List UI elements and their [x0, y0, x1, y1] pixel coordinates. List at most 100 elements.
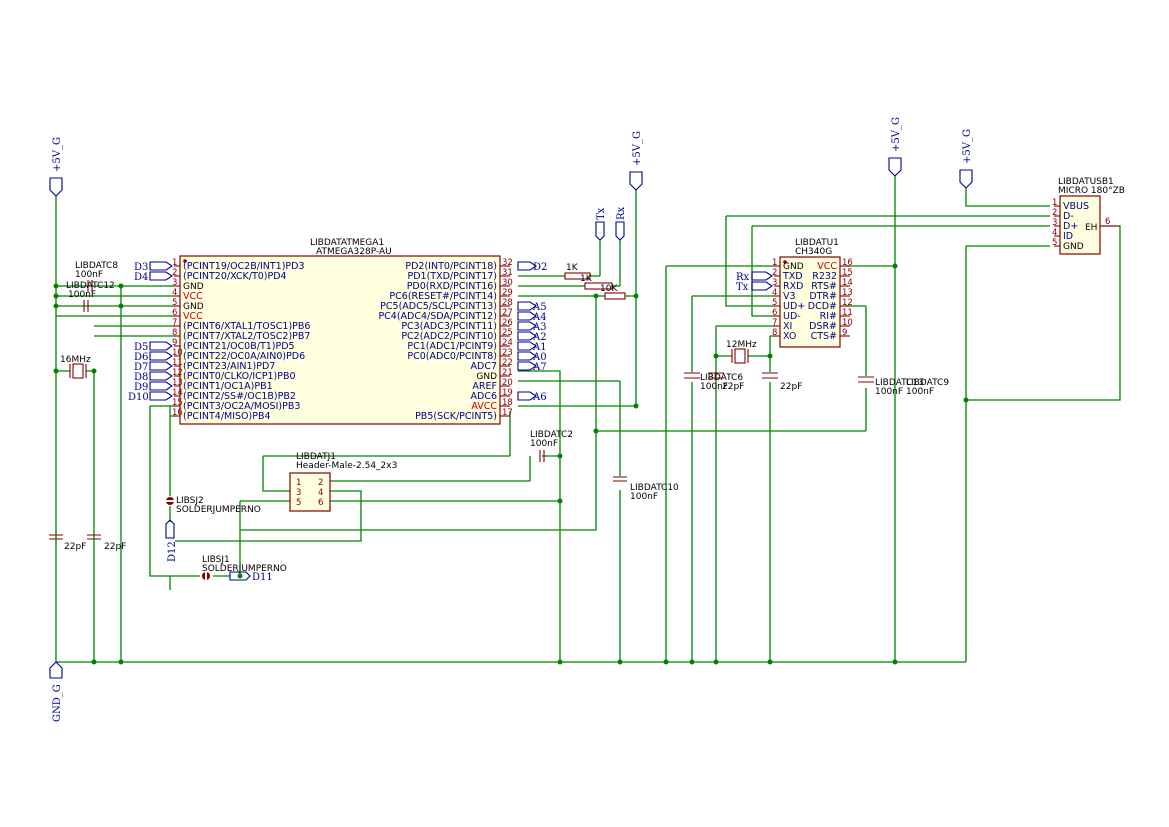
pin-name: AREF — [472, 381, 497, 392]
chip-pin: 13(PCINT1/OC1A)PB1 — [172, 378, 273, 392]
svg-text:Tx: Tx — [736, 282, 749, 293]
pin-number: 4 — [172, 288, 177, 298]
capacitor-c2: LIBDATC2 100nF — [530, 430, 573, 462]
pin-name: (PCINT3/OC2A/MOSI)PB3 — [183, 401, 300, 412]
pin-number: 26 — [502, 318, 513, 328]
pin-name: (PCINT0/CLKO/ICP1)PB0 — [183, 371, 296, 382]
pin-name: ADC6 — [471, 391, 498, 402]
capacitor-c8: LIBDATC8 100nF — [75, 261, 118, 292]
resistor-1k-a: 1K — [564, 263, 591, 280]
chip-pin: 10(PCINT22/OC0A/AIN0)PD6 — [172, 348, 305, 362]
svg-text:A3: A3 — [532, 322, 547, 333]
pin-name: XI — [783, 321, 792, 332]
chip-pin: 16(PCINT4/MISO)PB4 — [172, 408, 271, 422]
svg-text:100nF: 100nF — [875, 387, 903, 397]
pin-name: GND — [1063, 242, 1084, 252]
svg-text:LIBDATC12: LIBDATC12 — [66, 281, 115, 291]
svg-text:1: 1 — [296, 478, 301, 488]
svg-text:100nF: 100nF — [906, 387, 934, 397]
svg-text:22pF: 22pF — [64, 542, 86, 552]
pin-number: 7 — [172, 318, 177, 328]
pin-number: 3 — [1052, 218, 1057, 228]
svg-text:LIBDATJ1: LIBDATJ1 — [296, 452, 336, 462]
pin-name: GND — [183, 302, 204, 312]
ch340-uart-flags: Rx Tx — [736, 271, 773, 293]
svg-text:D11: D11 — [252, 572, 273, 583]
chip-pin: 12(PCINT0/CLKO/ICP1)PB0 — [172, 368, 296, 382]
pin-name: DSR# — [809, 321, 837, 332]
svg-text:Tx: Tx — [596, 207, 607, 220]
pin-number: 10 — [842, 318, 853, 328]
pin-number: 28 — [502, 298, 513, 308]
pin-name: XO — [783, 331, 796, 342]
pin-name: AVCC — [471, 401, 497, 412]
power-symbol-mid: +5V_G — [629, 131, 643, 191]
pin-name: PD2(INT0/PCINT18) — [405, 261, 497, 272]
svg-text:LIBDATUSB1: LIBDATUSB1 — [1058, 177, 1114, 187]
pin-number: 14 — [842, 278, 853, 288]
svg-text:22pF: 22pF — [780, 382, 802, 392]
pin-number: 24 — [502, 338, 513, 348]
pin-name: PC2(ADC2/PCINT10) — [401, 331, 497, 342]
pin-name: GND — [476, 372, 497, 382]
pin-number: 1 — [172, 258, 177, 268]
svg-text:100nF: 100nF — [700, 382, 728, 392]
svg-text:+5V_G: +5V_G — [962, 129, 973, 164]
capacitor-22pf-ch-2: 22pF — [762, 372, 802, 392]
pin-number: 11 — [842, 308, 853, 318]
ground-symbol: GND_G — [49, 661, 63, 722]
svg-text:D6: D6 — [134, 352, 148, 363]
solder-jumper-j1: LIBSJ1 SOLDERJUMPERNO D11 — [202, 555, 287, 583]
pin-number: 9 — [842, 328, 847, 338]
svg-text:6: 6 — [1105, 217, 1110, 227]
capacitor-22pf-left-1: 22pF — [49, 534, 86, 552]
chip-pin: 1(PCINT19/OC2B/INT1)PD3 — [172, 258, 305, 272]
svg-text:100nF: 100nF — [68, 290, 96, 300]
tx-flag: Tx — [595, 207, 607, 241]
svg-text:2: 2 — [318, 478, 323, 488]
svg-text:CH340G: CH340G — [795, 247, 832, 257]
crystal-16mhz: 16MHz — [60, 355, 91, 379]
atmega-value: ATMEGA328P-AU — [316, 247, 392, 257]
svg-text:D2: D2 — [533, 262, 547, 273]
pin-number: 15 — [172, 398, 183, 408]
pin-name: PD1(TXD/PCINT17) — [408, 271, 498, 282]
pin-name: (PCINT1/OC1A)PB1 — [183, 381, 273, 392]
pin-name: VCC — [183, 291, 203, 302]
svg-text:A4: A4 — [532, 312, 547, 323]
chip-pin: 10 DSR# — [809, 318, 853, 332]
svg-text:5: 5 — [296, 498, 301, 508]
pin-number: 10 — [172, 348, 183, 358]
svg-text:10K: 10K — [600, 284, 618, 294]
wire-network — [55, 176, 1121, 663]
pin-number: 6 — [172, 308, 177, 318]
svg-text:A6: A6 — [532, 392, 547, 403]
pin-number: 1 — [1052, 198, 1057, 208]
svg-text:A1: A1 — [532, 342, 547, 353]
capacitor-c12: LIBDATC12 100nF — [66, 281, 115, 312]
chip-pin: 2(PCINT20/XCK/T0)PD4 — [172, 268, 287, 282]
chip-pin: 9(PCINT21/OC0B/T1)PD5 — [172, 338, 295, 352]
svg-text:4: 4 — [318, 488, 323, 498]
pin-name: PC0(ADC0/PCINT8) — [407, 351, 497, 362]
pin-number: 3 — [172, 278, 177, 288]
svg-text:+5V_G: +5V_G — [891, 117, 902, 152]
crystal-12mhz: 12MHz — [726, 340, 757, 364]
svg-text:100nF: 100nF — [530, 439, 558, 449]
svg-text:6: 6 — [318, 498, 323, 508]
svg-text:1K: 1K — [580, 274, 593, 284]
atmega-left-flags: D3 D4 D5 D6 D7 D8 D9 D10 — [128, 261, 173, 403]
